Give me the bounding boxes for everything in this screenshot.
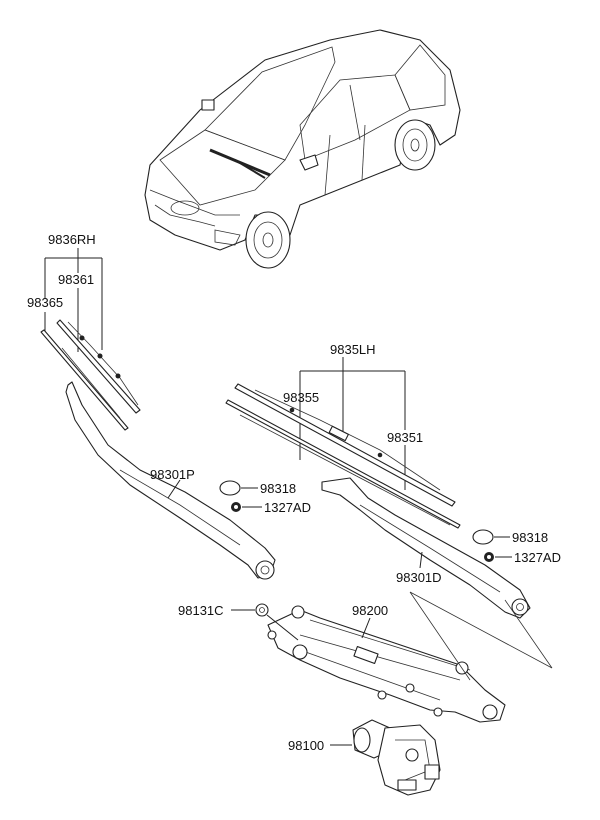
lh-blade <box>234 383 456 507</box>
lh-nut <box>484 552 494 562</box>
car-illustration <box>144 29 461 269</box>
label-rh-nut: 1327AD <box>264 500 311 515</box>
label-linkage: 98200 <box>352 603 388 618</box>
label-rh-group: 9836RH <box>48 232 96 247</box>
label-rh-arm: 98301P <box>150 467 195 482</box>
label-lh-nut: 1327AD <box>514 550 561 565</box>
lh-cap <box>472 529 494 545</box>
label-motor: 98100 <box>288 738 324 753</box>
wiper-linkage <box>267 605 506 723</box>
label-lh-arm: 98301D <box>396 570 442 585</box>
label-lh-refill: 98351 <box>387 430 423 445</box>
lh-wiper-group <box>225 357 531 619</box>
pivot-cap <box>255 603 269 617</box>
label-rh-cap: 98318 <box>260 481 296 496</box>
rh-refill <box>40 329 129 431</box>
rh-wiper-group <box>40 248 276 580</box>
wiper-motor <box>352 719 441 796</box>
guide-lines <box>409 591 553 681</box>
rh-nut <box>231 502 241 512</box>
rh-cap <box>219 480 241 496</box>
label-lh-group: 9835LH <box>330 342 376 357</box>
rh-blade <box>56 319 141 414</box>
label-pivot-cap: 98131C <box>178 603 224 618</box>
lh-wiper-arm <box>321 477 531 619</box>
label-rh-blade: 98365 <box>27 295 63 310</box>
rh-wiper-arm <box>65 381 276 580</box>
lh-refill <box>225 399 461 529</box>
label-rh-refill: 98361 <box>58 272 94 287</box>
label-lh-cap: 98318 <box>512 530 548 545</box>
label-lh-blade: 98355 <box>283 390 319 405</box>
